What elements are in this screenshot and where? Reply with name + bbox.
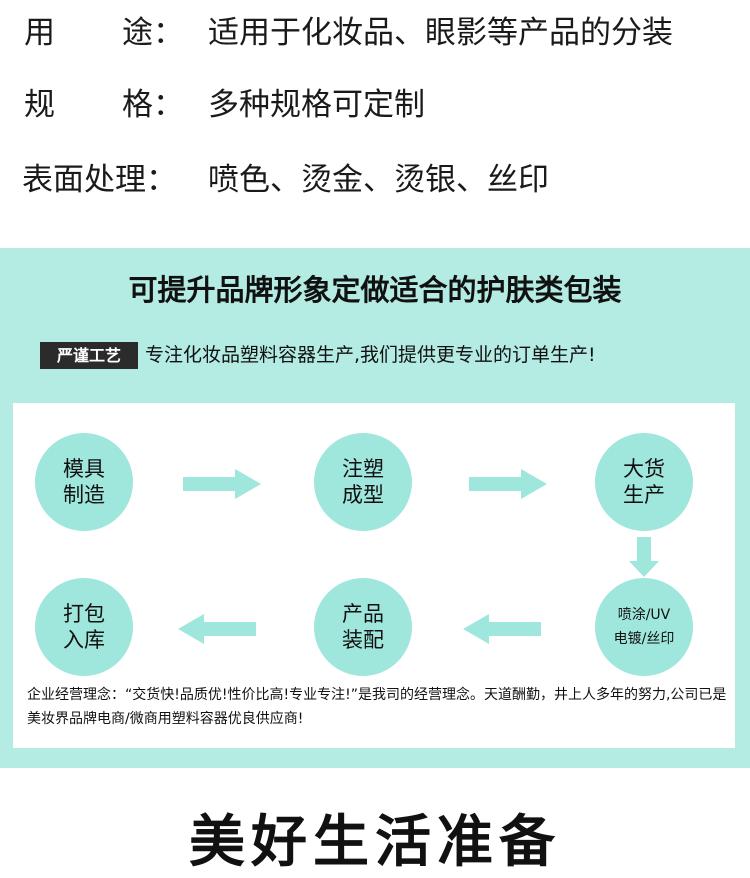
step-injection-circle: 注塑 成型	[314, 433, 412, 531]
arrow-right-icon	[469, 469, 549, 499]
step-mass-circle: 大货 生产	[595, 433, 693, 531]
panel-tagline: 专注化妆品塑料容器生产,我们提供更专业的订单生产!	[145, 344, 596, 366]
step-assembly-line2: 装配	[342, 628, 384, 652]
spec-label-usage-a: 用	[24, 15, 55, 51]
spec-row-surface: 表面处理： 喷色、烫金、烫银、丝印	[0, 155, 750, 205]
spec-row-usage: 用 途： 适用于化妆品、眼影等产品的分装	[0, 8, 750, 58]
step-mass-line2: 生产	[623, 483, 665, 507]
step-injection-line2: 成型	[342, 483, 384, 507]
step-mold-circle: 模具 制造	[35, 433, 133, 531]
craft-badge: 严谨工艺	[40, 342, 138, 369]
step-pack-line1: 打包	[63, 602, 105, 626]
step-pack-circle: 打包 入库	[35, 578, 133, 676]
step-mold-line2: 制造	[63, 483, 105, 507]
spec-value-surface: 喷色、烫金、烫银、丝印	[208, 162, 549, 198]
bottom-title: 美好生活准备	[189, 810, 561, 875]
step-finish-line2: 电镀/丝印	[613, 631, 675, 647]
panel-title: 可提升品牌形象定做适合的护肤类包装	[128, 273, 622, 307]
spec-value-usage: 适用于化妆品、眼影等产品的分装	[208, 15, 673, 51]
arrow-left-icon	[176, 614, 256, 644]
step-pack-line2: 入库	[63, 628, 105, 652]
step-mold-line1: 模具	[63, 457, 105, 481]
step-finish-line1: 喷涂/UV	[617, 607, 671, 623]
spec-label-surface: 表面处理：	[22, 162, 177, 198]
process-panel: 可提升品牌形象定做适合的护肤类包装 严谨工艺 专注化妆品塑料容器生产,我们提供更…	[0, 248, 750, 768]
business-philosophy: 企业经营理念：“交货快!品质优!性价比高!专业专注!”是我司的经营理念。天道酬勤…	[27, 687, 727, 727]
arrow-left-icon	[461, 614, 541, 644]
process-card: 模具 制造 注塑 成型 大货 生产 打包	[13, 403, 735, 748]
step-injection-line1: 注塑	[342, 457, 384, 481]
arrow-down-icon	[629, 537, 659, 577]
arrow-right-icon	[183, 469, 263, 499]
step-assembly-circle: 产品 装配	[314, 578, 412, 676]
spec-value-size: 多种规格可定制	[208, 87, 425, 123]
spec-label-size-b: 格：	[122, 87, 184, 123]
spec-row-size: 规 格： 多种规格可定制	[0, 80, 750, 130]
spec-label-size-a: 规	[24, 87, 55, 123]
step-assembly-line1: 产品	[342, 602, 384, 626]
spec-label-usage-b: 途：	[122, 15, 184, 51]
step-mass-line1: 大货	[623, 457, 665, 481]
step-finish-circle: 喷涂/UV 电镀/丝印	[595, 578, 693, 676]
